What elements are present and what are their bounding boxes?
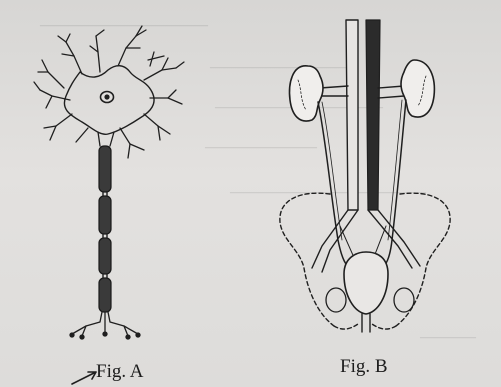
renal-vessels: [320, 86, 404, 98]
ureter-right: [380, 100, 406, 270]
urinary-bladder: [344, 252, 388, 332]
neuron-nucleus: [101, 92, 114, 103]
urinary-system-icon: [280, 20, 450, 332]
obturator-left: [326, 288, 346, 312]
fig-a-caption: Fig. A: [96, 362, 144, 381]
neuron-axon-terminals: [70, 312, 140, 339]
aorta: [366, 20, 380, 210]
fig-b-caption: Fig. B: [340, 357, 388, 376]
vena-cava: [346, 20, 358, 210]
obturator-right: [394, 288, 414, 312]
kidney-left: [290, 66, 323, 121]
pointer-arrow-icon: [72, 372, 96, 384]
neuron-icon: [34, 26, 184, 384]
ureter-left-inner: [322, 102, 342, 240]
neuron-myelin-sheath: [99, 146, 111, 312]
urethra: [362, 314, 370, 332]
kidney-right: [401, 60, 434, 117]
